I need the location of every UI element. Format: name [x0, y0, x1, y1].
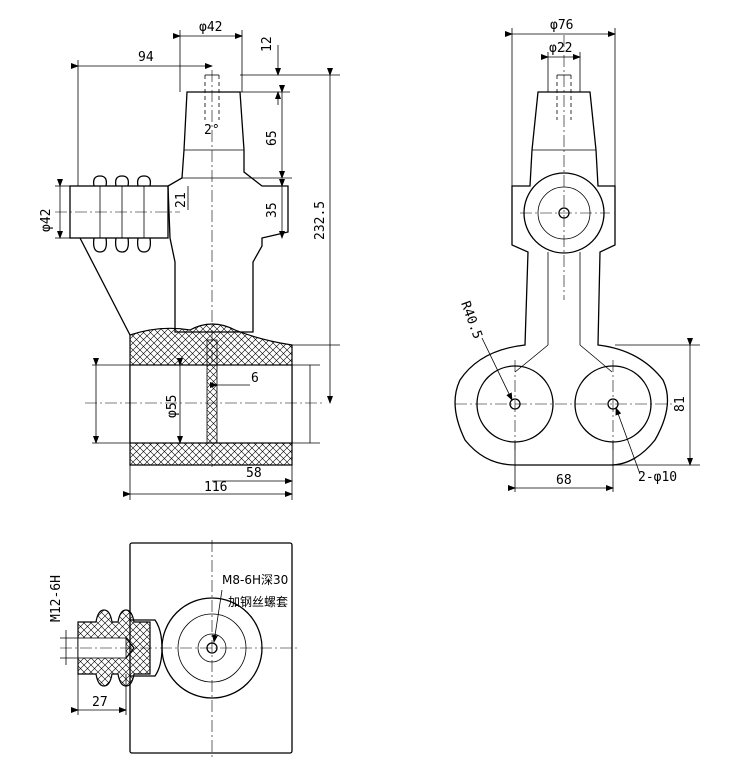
dim-2deg: 2° — [204, 123, 220, 138]
dim-phi22: φ22 — [549, 41, 572, 56]
side-view — [454, 35, 675, 466]
dim-94: 94 — [138, 50, 154, 65]
dim-58: 58 — [246, 466, 262, 481]
top-view-dimensions: M12-6H 27 M8-6H深30 加钢丝螺套 — [49, 573, 288, 715]
dim-116: 116 — [204, 480, 227, 495]
front-view — [55, 70, 325, 470]
left-stud — [55, 175, 180, 253]
dim-65: 65 — [265, 130, 280, 146]
front-view-dimensions: φ42 94 12 2° 65 35 21 232.5 φ42 6 φ55 — [39, 20, 340, 500]
dim-12: 12 — [260, 36, 275, 52]
dim-r40: R40.5 — [457, 299, 484, 341]
top-terminal — [167, 91, 289, 333]
top-stud — [130, 619, 163, 677]
dim-68: 68 — [556, 473, 572, 488]
dim-phi55: φ55 — [165, 395, 180, 418]
dim-232: 232.5 — [313, 201, 328, 240]
note-thread: M8-6H深30 — [222, 573, 288, 587]
dim-35: 35 — [265, 202, 280, 218]
top-view — [60, 540, 300, 760]
dim-6: 6 — [251, 371, 259, 386]
dim-81: 81 — [673, 396, 688, 412]
note-insert: 加钢丝螺套 — [228, 595, 288, 609]
dim-21: 21 — [174, 192, 189, 208]
dim-2phi10: 2-φ10 — [638, 470, 677, 485]
dim-phi42-top: φ42 — [199, 20, 222, 35]
dim-phi42-side: φ42 — [39, 209, 54, 232]
dim-m12: M12-6H — [49, 575, 64, 622]
side-top-terminal — [454, 91, 669, 466]
dim-phi76: φ76 — [550, 18, 573, 33]
dim-27: 27 — [92, 695, 108, 710]
